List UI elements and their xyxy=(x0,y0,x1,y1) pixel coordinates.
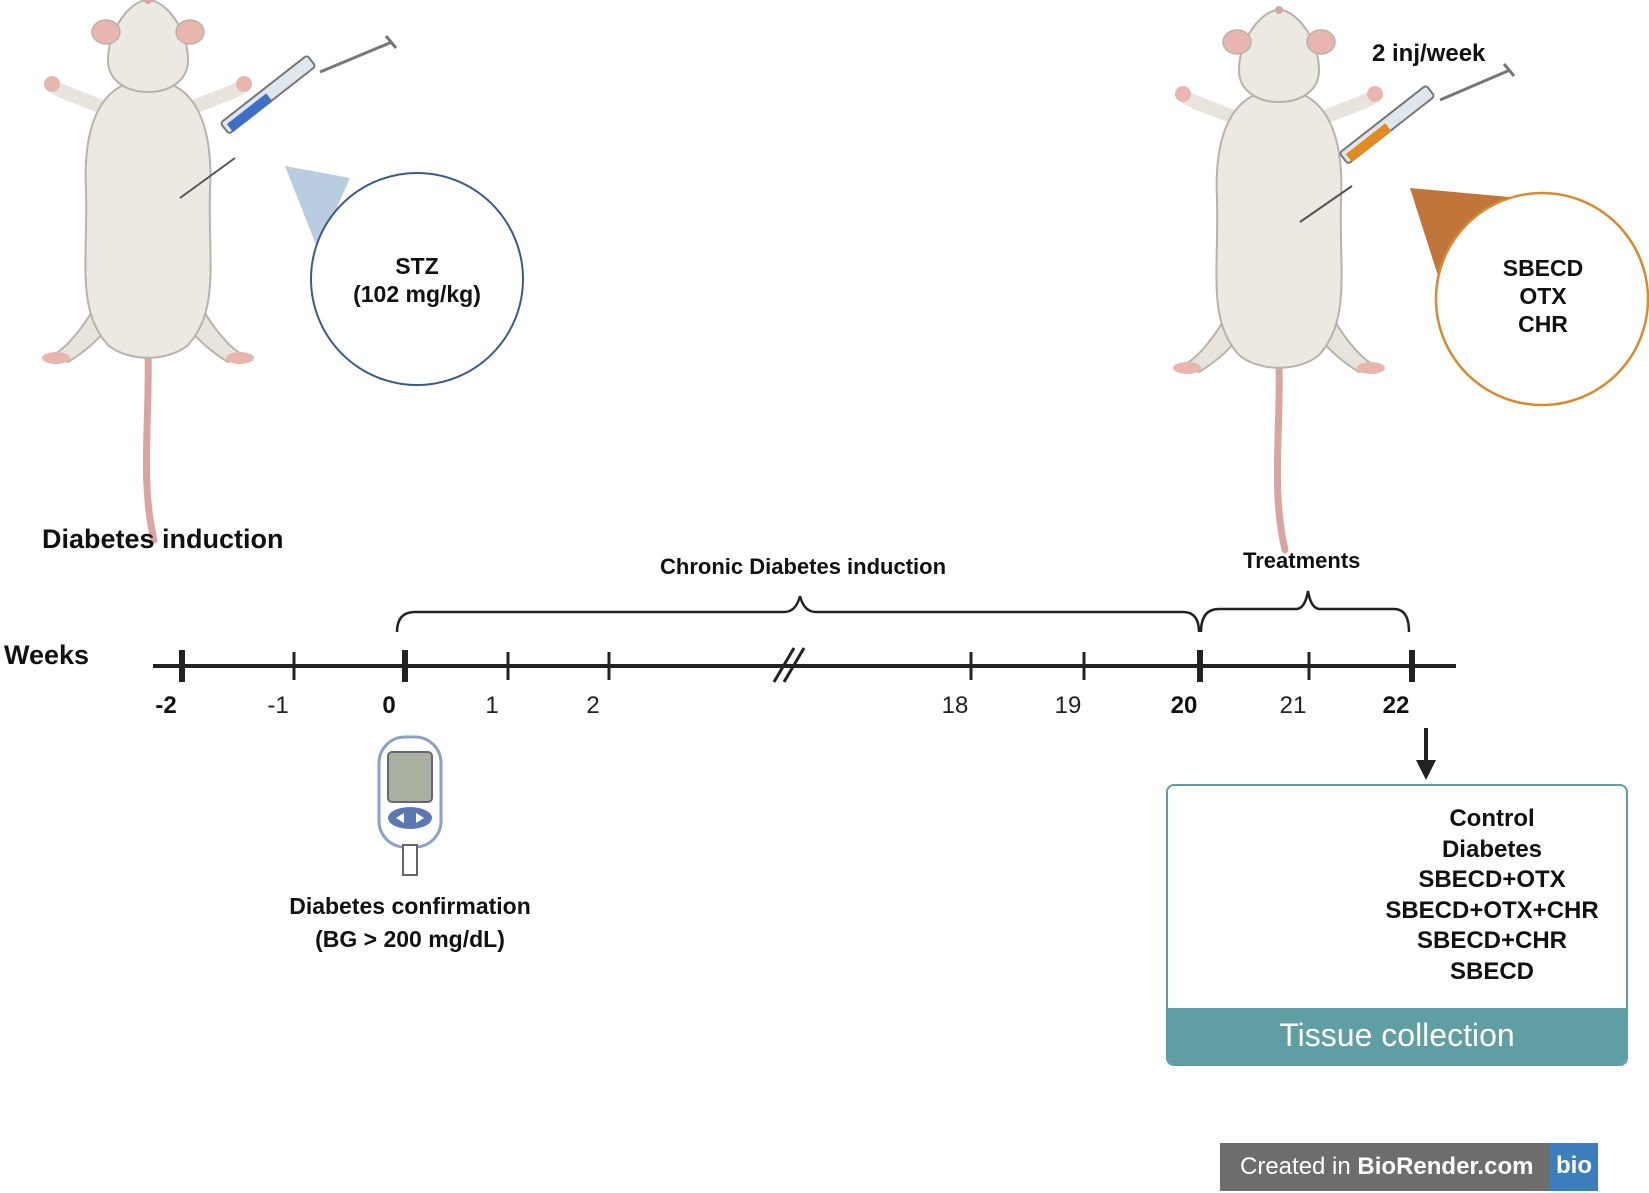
group-item: SBECD+OTX+CHR xyxy=(1385,896,1599,924)
injection-frequency: 2 inj/week xyxy=(1372,40,1486,67)
treatment-agents: SBECD OTX CHR xyxy=(1438,254,1648,338)
tick-label: -1 xyxy=(267,692,289,719)
treatment-circle xyxy=(1434,191,1649,407)
syringe-stz-icon xyxy=(179,35,398,199)
stz-agent: STZ xyxy=(395,253,439,279)
biorender-logo-icon: bio xyxy=(1550,1143,1598,1191)
diabetes-confirmation: Diabetes confirmation (BG > 200 mg/dL) xyxy=(260,890,560,956)
tick-label: 19 xyxy=(1054,692,1082,719)
tick-label: -2 xyxy=(155,692,177,719)
tissue-collection-title: Tissue collection xyxy=(1168,1008,1626,1064)
group-item: SBECD xyxy=(1449,957,1534,985)
period-label-treatments: Treatments xyxy=(1243,548,1361,573)
tick-label: 0 xyxy=(382,692,396,719)
stz-circle xyxy=(310,172,524,386)
tick-label: 1 xyxy=(485,692,499,719)
mouse-left-illustration xyxy=(42,0,254,540)
tick-label: 22 xyxy=(1382,692,1410,719)
confirmation-criterion: (BG > 200 mg/dL) xyxy=(315,926,505,952)
period-label-chronic: Chronic Diabetes induction xyxy=(660,554,947,579)
syringe-treatment-icon xyxy=(1299,63,1516,223)
tick-label: 20 xyxy=(1170,692,1198,719)
stz-callout-wedge xyxy=(285,166,350,250)
agent-chr: CHR xyxy=(1518,311,1568,337)
biorender-watermark[interactable]: Created in BioRender.com bio xyxy=(1220,1143,1598,1191)
group-item: SBECD+OTX xyxy=(1418,866,1566,893)
timeline-axis xyxy=(153,647,1456,683)
mouse-right-illustration xyxy=(1173,6,1385,550)
tick-label: 21 xyxy=(1279,692,1307,719)
group-list: Control Diabetes SBECD+OTX SBECD+OTX+CHR… xyxy=(1372,804,1612,987)
agent-sbecd: SBECD xyxy=(1502,255,1584,281)
brace-chronic xyxy=(395,595,1201,633)
watermark-brand: BioRender.com xyxy=(1357,1153,1534,1180)
tick-label: 18 xyxy=(941,692,969,719)
agent-otx: OTX xyxy=(1519,283,1567,309)
diabetes-induction-label: Diabetes induction xyxy=(42,524,284,554)
group-item: SBECD+CHR xyxy=(1416,927,1568,954)
arrow-to-tissue-collection xyxy=(1416,728,1436,780)
glucometer-icon xyxy=(377,735,443,876)
watermark-prefix: Created in xyxy=(1240,1153,1358,1180)
axis-break-mark-1 xyxy=(772,647,796,683)
stz-circle-text: STZ (102 mg/kg) xyxy=(312,252,522,308)
axis-break-mark-2 xyxy=(782,647,806,683)
tick-label: 2 xyxy=(586,692,600,719)
group-item: Diabetes xyxy=(1441,835,1543,863)
group-item: Control xyxy=(1449,805,1535,832)
confirmation-title: Diabetes confirmation xyxy=(289,893,531,919)
timeline-axis-label: Weeks xyxy=(4,640,90,670)
tissue-collection-panel: Control Diabetes SBECD+OTX SBECD+OTX+CHR… xyxy=(1166,784,1628,1066)
stz-dose: (102 mg/kg) xyxy=(353,281,481,307)
brace-treatments xyxy=(1199,590,1411,633)
